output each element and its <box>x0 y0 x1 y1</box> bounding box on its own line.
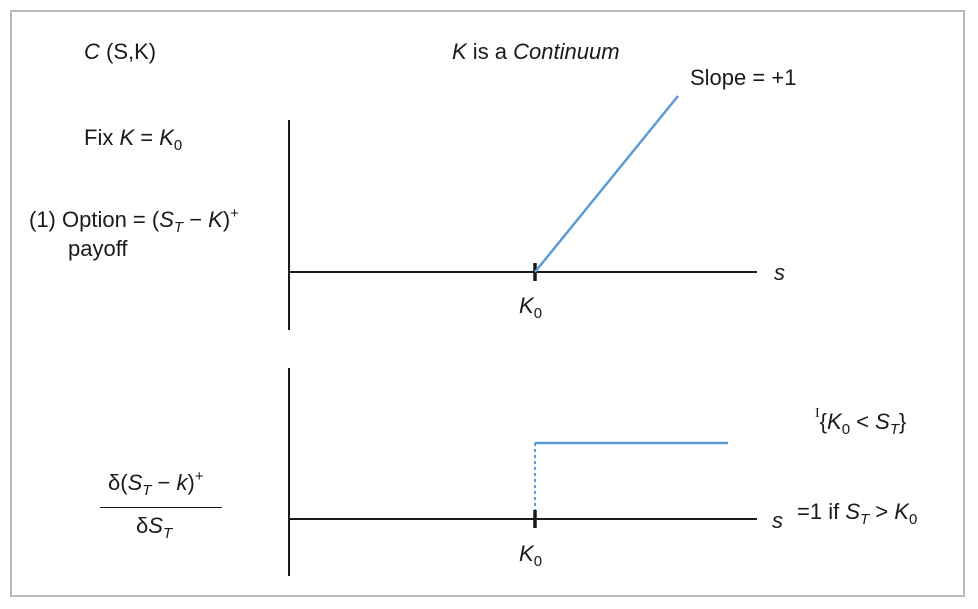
option-s-sub: T <box>173 219 184 236</box>
fix-k-label: Fix K = K0 <box>84 125 182 154</box>
diagram-title: K is a Continuum <box>452 41 620 63</box>
function-label-args: (S,K) <box>106 39 157 64</box>
den-s: S <box>148 513 163 538</box>
top-axis-label: s <box>774 260 785 285</box>
option-minus: − <box>183 207 209 232</box>
indicator-k-sub: 0 <box>841 421 851 438</box>
option-k: K <box>208 207 223 232</box>
derivative-fraction-bar <box>100 507 222 508</box>
title-continuum: Continuum <box>513 39 620 64</box>
option-close: ) <box>222 207 231 232</box>
title-k: K <box>452 39 467 64</box>
function-label: C (S,K) <box>84 41 156 63</box>
indicator-def-s-sub: T <box>860 511 870 528</box>
den-s-sub: T <box>162 525 173 542</box>
indicator-k: K <box>827 409 842 434</box>
num-k: k <box>176 470 188 495</box>
option-payoff-line2: payoff <box>68 236 128 261</box>
slope-label: Slope = +1 <box>690 65 797 90</box>
fix-k-k0-sub: 0 <box>173 137 183 154</box>
indicator-label: I{K0 < ST} <box>815 407 907 438</box>
indicator-i: I <box>815 406 820 421</box>
derivative-denominator: δST <box>136 513 172 542</box>
indicator-definition: =1 if ST > K0 <box>797 499 917 528</box>
indicator-def-prefix: =1 if <box>797 499 846 524</box>
payoff-line <box>534 95 679 273</box>
indicator-lt: < <box>850 409 876 434</box>
top-k0-k: K <box>519 293 534 318</box>
top-k0-sub: 0 <box>533 305 543 322</box>
num-s: S <box>127 470 143 495</box>
fix-k-k: K <box>119 125 135 150</box>
indicator-s-sub: T <box>889 421 899 438</box>
indicator-close: } <box>899 409 907 434</box>
num-delta: δ( <box>108 470 128 495</box>
option-payoff-line1: (1) Option = (ST − K)+ <box>29 206 239 235</box>
num-sup: + <box>194 468 204 485</box>
num-close: ) <box>187 470 195 495</box>
indicator-s: S <box>875 409 890 434</box>
top-k0-label: K0 <box>519 293 542 322</box>
title-is-a: is a <box>466 39 514 64</box>
bottom-k0-sub: 0 <box>533 553 543 570</box>
num-s-sub: T <box>142 482 152 499</box>
indicator-def-k-sub: 0 <box>908 511 918 528</box>
indicator-def-gt: > <box>869 499 895 524</box>
fix-k-eq: = <box>134 125 160 150</box>
option-prefix: (1) Option = ( <box>29 207 160 232</box>
indicator-def-s: S <box>845 499 860 524</box>
diagram-frame <box>10 10 965 597</box>
function-label-c: C <box>84 39 100 64</box>
bottom-k0-k: K <box>519 541 534 566</box>
option-sup: + <box>230 205 239 222</box>
derivative-numerator: δ(ST − k)+ <box>108 469 204 498</box>
option-s: S <box>159 207 174 232</box>
num-minus: − <box>151 470 177 495</box>
fix-k-k0: K <box>159 125 174 150</box>
bottom-k0-label: K0 <box>519 541 542 570</box>
indicator-open: { <box>819 409 828 434</box>
bottom-axis-label: s <box>772 508 783 533</box>
fix-k-prefix: Fix <box>84 125 120 150</box>
indicator-def-k: K <box>894 499 909 524</box>
den-delta: δ <box>136 513 149 538</box>
